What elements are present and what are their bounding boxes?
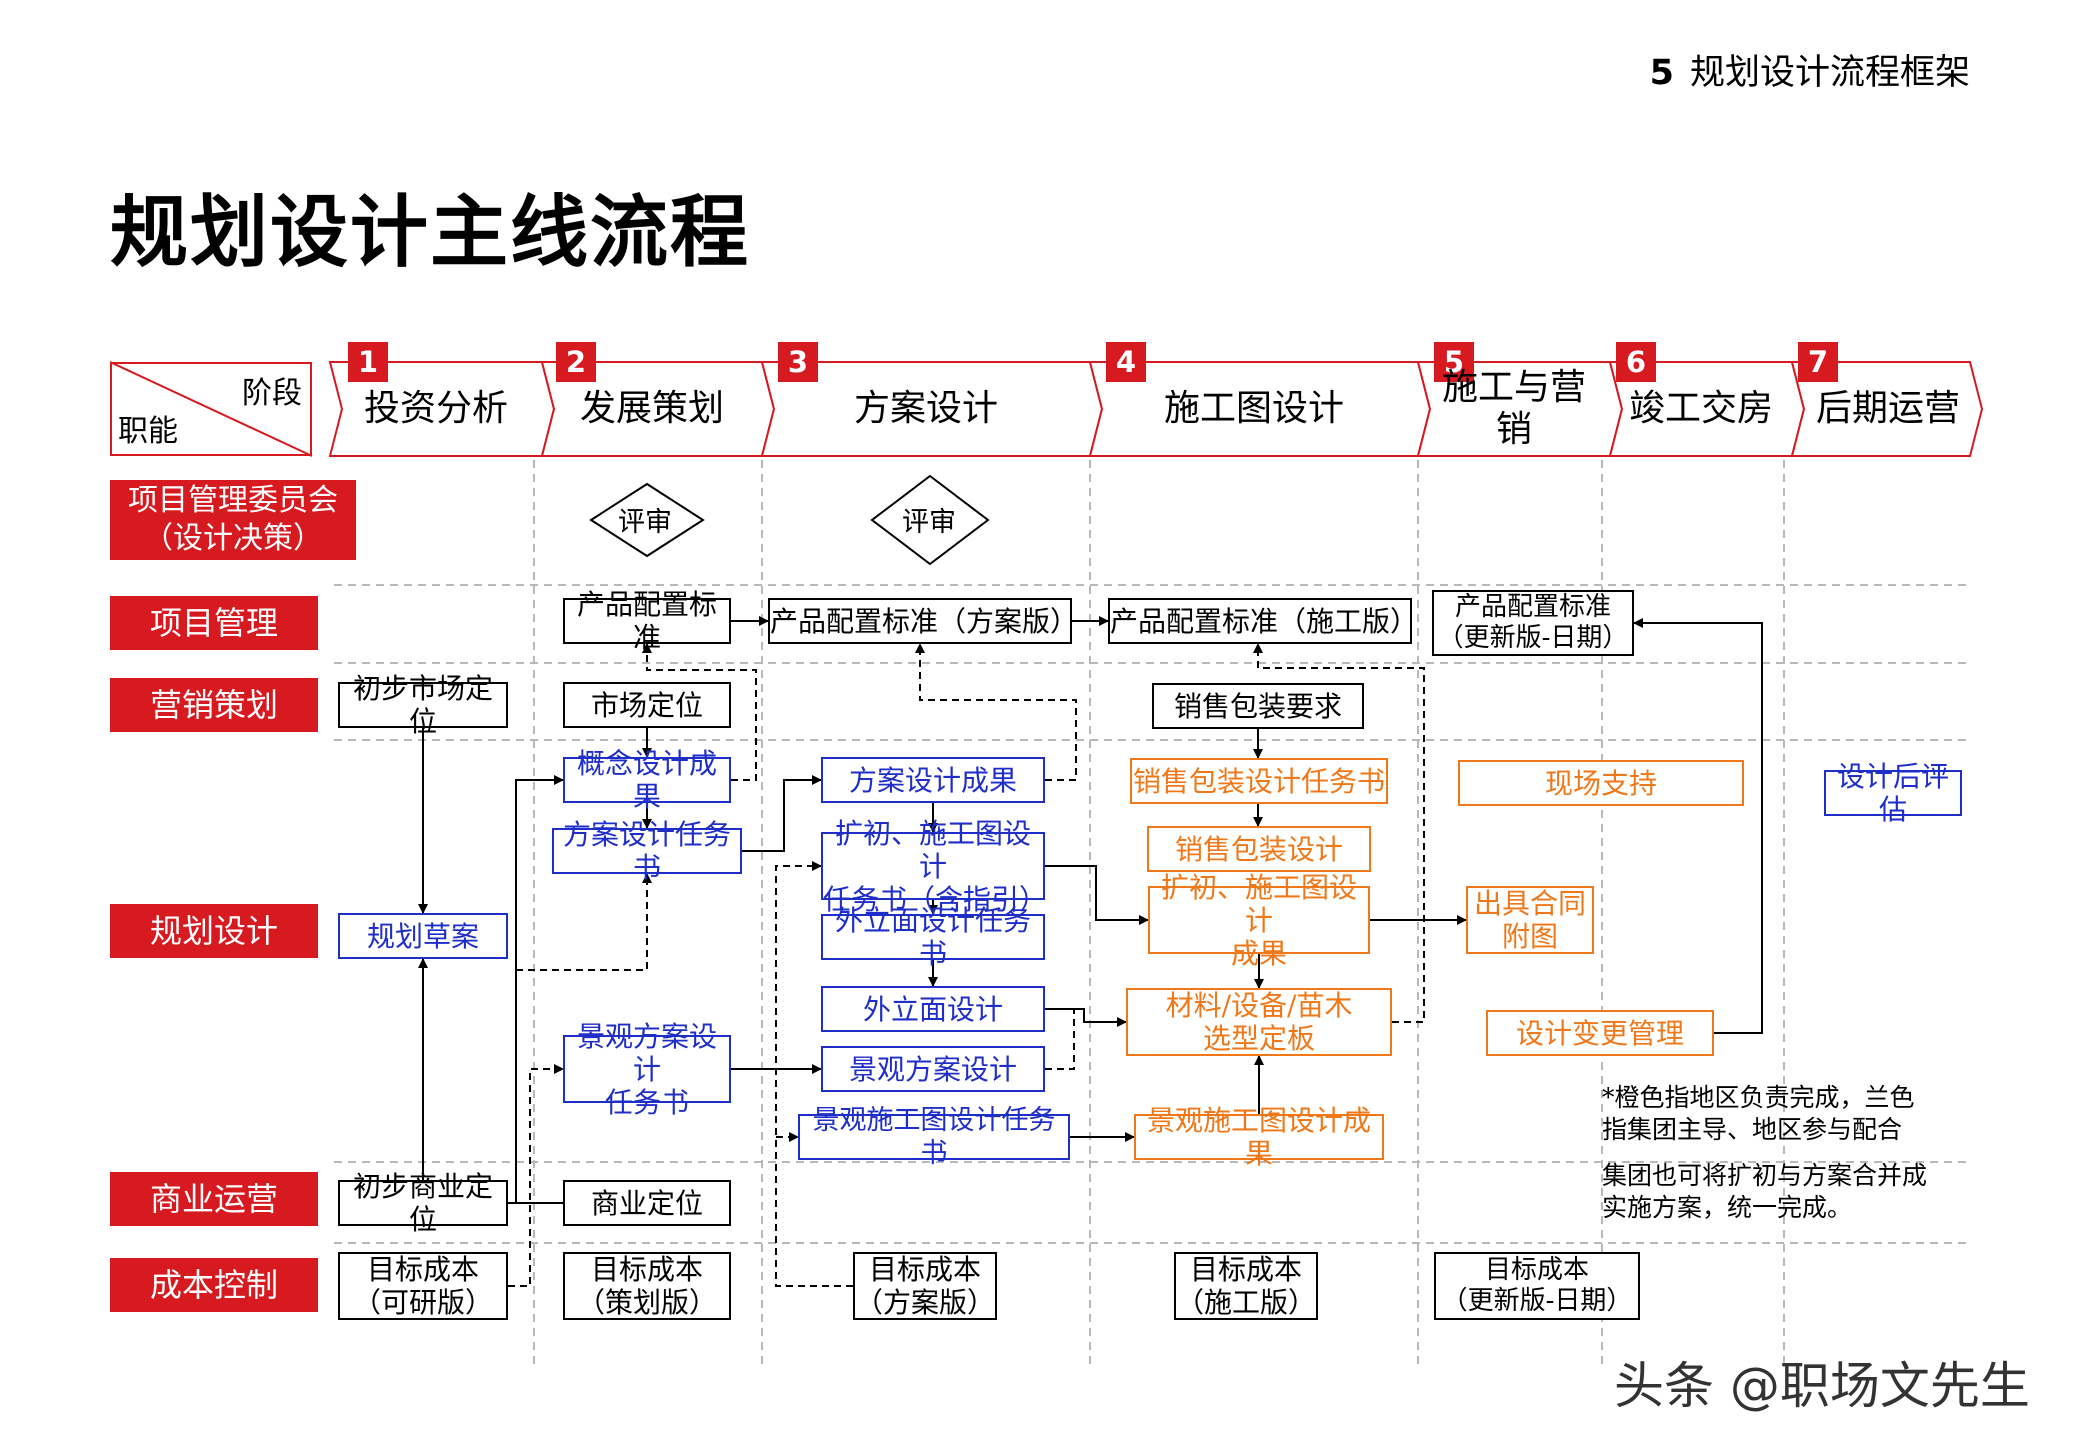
stage-banner — [109, 361, 1984, 457]
section-number: 5 — [1649, 53, 1674, 93]
connector-10 — [742, 775, 822, 852]
review-label-2: 评审 — [902, 507, 956, 538]
material-selection: 材料/设备/苗木 选型定板 — [1126, 988, 1392, 1056]
watermark: 头条 @职场文先生 — [1614, 1357, 2030, 1415]
lane-label-marketing: 营销策划 — [110, 678, 318, 732]
stage-chevron-7 — [1790, 361, 1984, 457]
target-cost-updated: 目标成本 （更新版-日期） — [1434, 1252, 1640, 1320]
cd-design-result: 扩初、施工图设计 成果 — [1148, 871, 1370, 970]
stage-label-3: 方案设计 — [853, 388, 998, 429]
stage-label-4: 施工图设计 — [1163, 388, 1344, 429]
stage-number-4: 4 — [1106, 342, 1146, 382]
function-axis-label: 职能 — [118, 414, 178, 449]
connector-24 — [508, 1064, 564, 1287]
landscape-scheme-design: 景观方案设计 — [821, 1046, 1045, 1092]
connector-26 — [642, 643, 757, 781]
sales-package-design: 销售包装设计 — [1147, 826, 1371, 872]
review-diamond-2 — [870, 474, 990, 566]
flow-connectors — [418, 474, 1763, 1287]
design-change-management: 设计变更管理 — [1486, 1010, 1714, 1056]
stage-label-6: 竣工交房 — [1628, 388, 1773, 429]
facade-design-brief: 外立面设计任务书 — [821, 904, 1045, 970]
stage-label-7: 后期运营 — [1815, 388, 1960, 429]
landscape-scheme-brief: 景观方案设计 任务书 — [563, 1020, 731, 1119]
connector-28 — [1045, 1009, 1075, 1070]
market-positioning: 市场定位 — [563, 682, 731, 728]
target-cost-planning: 目标成本 （策划版） — [563, 1252, 731, 1320]
post-design-evaluation: 设计后评估 — [1824, 760, 1962, 826]
stage-label-5: 施工与营 销 — [1441, 367, 1586, 450]
contract-drawings: 出具合同 附图 — [1466, 886, 1594, 954]
lane-label-planning-design: 规划设计 — [110, 904, 318, 958]
sales-package-design-brief: 销售包装设计任务书 — [1130, 758, 1388, 804]
sales-package-requirements: 销售包装要求 — [1152, 683, 1364, 729]
on-site-support: 现场支持 — [1458, 760, 1744, 806]
preliminary-market-positioning: 初步市场定位 — [338, 672, 508, 738]
connector-19 — [1045, 865, 1149, 925]
scheme-design-result: 方案设计成果 — [821, 757, 1045, 803]
landscape-cd-brief: 景观施工图设计任务书 — [798, 1105, 1070, 1169]
lane-label-committee: 项目管理委员会 （设计决策） — [110, 480, 356, 560]
connector-23 — [515, 775, 564, 1203]
review-diamond-1 — [589, 482, 705, 558]
cd-design-brief: 扩初、施工图设计 任务书（含指引） — [821, 816, 1048, 916]
product-config-standard-updated: 产品配置标准 （更新版-日期） — [1432, 590, 1634, 656]
planning-draft: 规划草案 — [338, 913, 508, 959]
stage-number-3: 3 — [778, 342, 818, 382]
target-cost-scheme: 目标成本 （方案版） — [853, 1252, 997, 1320]
swimlane-grid — [334, 460, 1970, 1370]
connector-20 — [1045, 1008, 1127, 1027]
stage-number-6: 6 — [1616, 342, 1656, 382]
section-header: 5 规划设计流程框架 — [1650, 44, 1970, 95]
stage-number-1: 1 — [348, 342, 388, 382]
stage-label-1: 投资分析 — [363, 388, 508, 429]
lane-label-cost-control: 成本控制 — [110, 1258, 318, 1312]
connector-29 — [1253, 643, 1425, 1023]
product-config-standard: 产品配置标准 — [563, 588, 731, 654]
lane-label-commercial: 商业运营 — [110, 1172, 318, 1226]
lane-label-project-management: 项目管理 — [110, 596, 318, 650]
connector-25 — [516, 873, 652, 971]
legend-note-colors: *橙色指地区负责完成，兰色 指集团主导、地区参与配合 — [1602, 1083, 1915, 1144]
target-cost-construction: 目标成本 （施工版） — [1174, 1252, 1318, 1320]
stage-number-2: 2 — [556, 342, 596, 382]
product-config-standard-construction: 产品配置标准（施工版） — [1108, 598, 1418, 644]
legend-note-merge: 集团也可将扩初与方案合并成 实施方案，统一完成。 — [1602, 1161, 1928, 1222]
target-cost-feasibility: 目标成本 （可研版） — [338, 1252, 508, 1320]
corner-header: 阶段 职能 — [110, 362, 312, 456]
section-title: 规划设计流程框架 — [1689, 53, 1970, 93]
connector-3 — [1633, 618, 1763, 1034]
stage-label-2: 发展策划 — [579, 388, 724, 429]
scheme-design-brief: 方案设计任务书 — [552, 818, 742, 884]
page-title: 规划设计主线流程 — [110, 187, 751, 278]
stage-number-5: 5 — [1434, 342, 1474, 382]
stage-axis-label: 阶段 — [242, 376, 302, 411]
corner-diagonal — [109, 361, 313, 457]
product-config-standard-scheme: 产品配置标准（方案版） — [768, 598, 1078, 644]
concept-design-result: 概念设计成果 — [563, 747, 731, 813]
preliminary-commercial-positioning: 初步商业定位 — [338, 1170, 508, 1236]
connector-30 — [775, 861, 853, 1287]
landscape-cd-result: 景观施工图设计成果 — [1134, 1104, 1384, 1170]
review-label-1: 评审 — [618, 507, 672, 538]
facade-design: 外立面设计 — [821, 986, 1045, 1032]
stage-number-7: 7 — [1798, 342, 1838, 382]
connector-27 — [915, 643, 1077, 781]
commercial-positioning: 商业定位 — [563, 1180, 731, 1226]
